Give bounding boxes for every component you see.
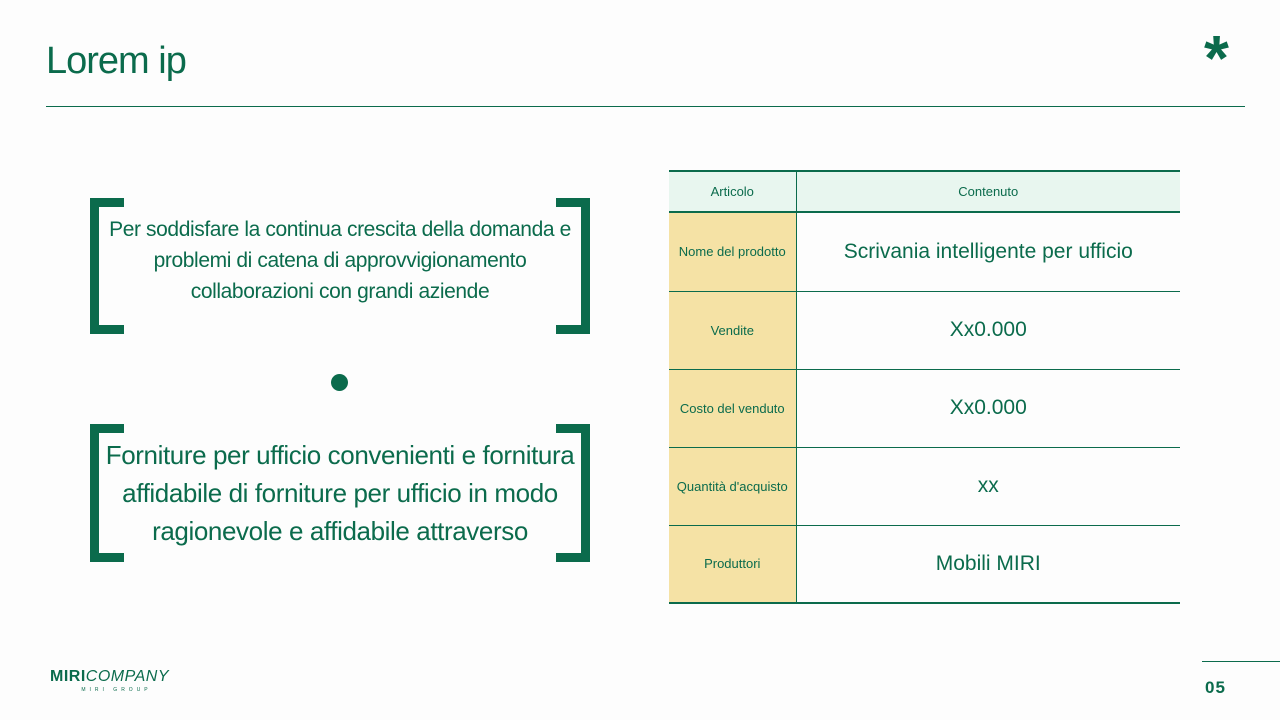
table-row: Quantità d'acquisto xx	[669, 447, 1180, 526]
table-row: Produttori Mobili MIRI	[669, 525, 1180, 604]
table-row: Vendite Xx0.000	[669, 291, 1180, 370]
product-table: Articolo Contenuto Nome del prodotto Scr…	[669, 170, 1180, 604]
company-logo: MIRICOMPANY MIRI GROUP	[50, 668, 169, 693]
table-row: Nome del prodotto Scrivania intelligente…	[669, 212, 1180, 292]
row-key: Produttori	[669, 525, 797, 604]
header-contenuto: Contenuto	[796, 171, 1180, 213]
asterisk-icon: *	[1204, 22, 1229, 94]
left-bracket-icon	[90, 198, 124, 334]
table-row: Costo del venduto Xx0.000	[669, 369, 1180, 448]
slide-title: Lorem ip	[46, 40, 187, 82]
row-key: Quantità d'acquisto	[669, 447, 797, 526]
logo-bold: MIRI	[50, 668, 86, 685]
bottom-bracket-block: Forniture per ufficio convenienti e forn…	[90, 424, 590, 562]
top-bracket-block: Per soddisfare la continua crescita dell…	[90, 198, 590, 334]
footer-divider	[1202, 661, 1280, 662]
bottom-bracket-text: Forniture per ufficio convenienti e forn…	[105, 440, 575, 546]
row-value: Xx0.000	[796, 369, 1180, 448]
row-value: Xx0.000	[796, 291, 1180, 370]
separator-dot-icon	[331, 374, 348, 391]
right-bracket-icon	[556, 424, 590, 562]
top-bracket-text: Per soddisfare la continua crescita dell…	[109, 217, 571, 303]
header-divider	[46, 106, 1245, 107]
logo-wordmark: MIRICOMPANY	[50, 668, 169, 686]
row-key: Vendite	[669, 291, 797, 370]
row-value: Scrivania intelligente per ufficio	[796, 212, 1180, 292]
row-key: Costo del venduto	[669, 369, 797, 448]
logo-subtitle: MIRI GROUP	[81, 687, 152, 693]
row-value: Mobili MIRI	[796, 525, 1180, 604]
header-articolo: Articolo	[669, 171, 797, 213]
right-bracket-icon	[556, 198, 590, 334]
page-number: 05	[1205, 678, 1226, 697]
logo-thin: COMPANY	[85, 668, 169, 685]
row-key: Nome del prodotto	[669, 212, 797, 292]
row-value: xx	[796, 447, 1180, 526]
table-header-row: Articolo Contenuto	[669, 171, 1180, 213]
left-bracket-icon	[90, 424, 124, 562]
